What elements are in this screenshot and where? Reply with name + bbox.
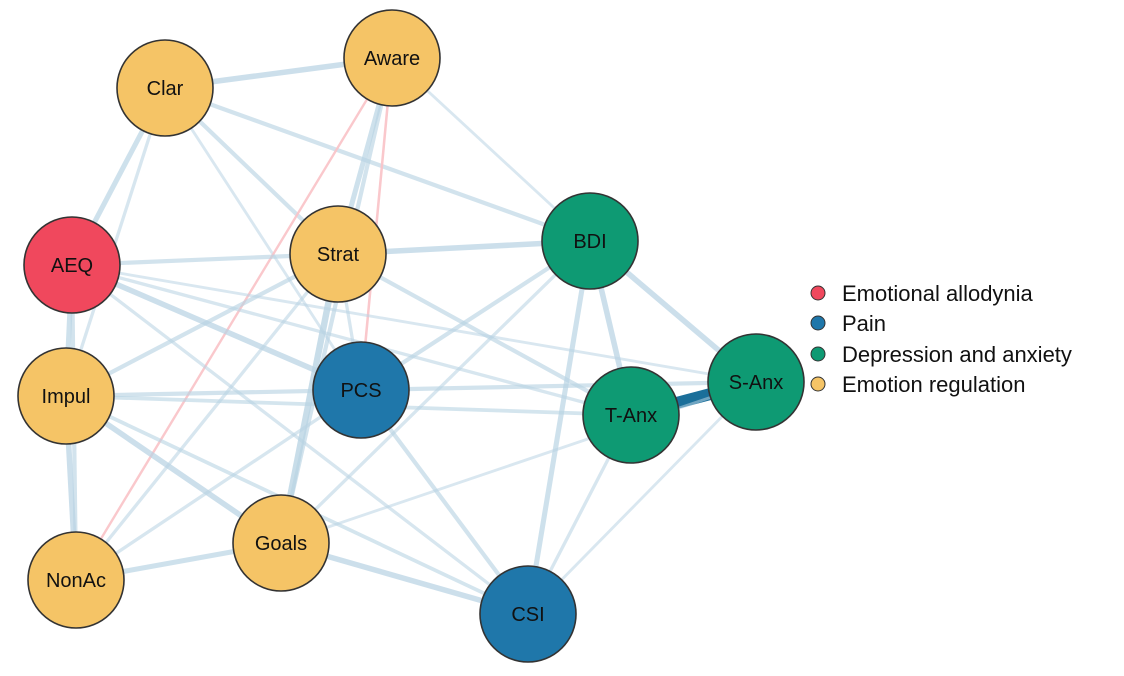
node-circle-aeq bbox=[23, 216, 121, 314]
legend: Emotional allodynia Pain Depression and … bbox=[810, 281, 1072, 397]
edge-aeq-sanx bbox=[71, 263, 757, 384]
node-circle-tanx bbox=[582, 366, 680, 464]
node-bdi: BDI bbox=[541, 192, 639, 290]
node-label-aware: Aware bbox=[364, 48, 420, 70]
legend-swatch-emotional-allodynia bbox=[810, 285, 826, 301]
edge-strat-tanx bbox=[336, 252, 633, 417]
node-circle-bdi bbox=[541, 192, 639, 290]
node-circle-clar bbox=[116, 39, 214, 137]
node-pcs: PCS bbox=[312, 341, 410, 439]
legend-item-pain: Pain bbox=[810, 311, 886, 336]
node-circle-pcs bbox=[312, 341, 410, 439]
legend-swatch-depression-anxiety bbox=[810, 346, 826, 362]
node-aeq: AEQ bbox=[23, 216, 121, 314]
node-aware: Aware bbox=[343, 9, 441, 107]
node-strat: Strat bbox=[289, 205, 387, 303]
edge-aware-nonac bbox=[74, 57, 394, 581]
edges-layer bbox=[63, 55, 758, 617]
node-impul: Impul bbox=[17, 347, 115, 445]
node-circle-impul bbox=[17, 347, 115, 445]
node-label-sanx: S-Anx bbox=[729, 372, 783, 394]
node-circle-sanx bbox=[707, 333, 805, 431]
edge-sanx-csi bbox=[526, 381, 758, 615]
edge-bdi-csi bbox=[525, 240, 593, 615]
node-sanx: S-Anx bbox=[707, 333, 805, 431]
node-label-nonac: NonAc bbox=[46, 570, 106, 592]
legend-item-depression-anxiety: Depression and anxiety bbox=[810, 342, 1072, 367]
edge-strat-impul bbox=[65, 252, 339, 398]
node-clar: Clar bbox=[116, 39, 214, 137]
node-goals: Goals bbox=[232, 494, 330, 592]
legend-swatch-pain bbox=[810, 315, 826, 331]
legend-label-pain: Pain bbox=[842, 311, 886, 336]
edge-pcs-sanx bbox=[360, 379, 757, 393]
node-nonac: NonAc bbox=[27, 531, 125, 629]
node-circle-aware bbox=[343, 9, 441, 107]
edge-bdi-goals bbox=[279, 239, 592, 545]
node-label-tanx: T-Anx bbox=[605, 405, 657, 427]
legend-label-depression-anxiety: Depression and anxiety bbox=[842, 342, 1072, 367]
edge-pcs-nonac bbox=[75, 388, 362, 582]
legend-label-emotional-allodynia: Emotional allodynia bbox=[842, 281, 1034, 306]
node-circle-nonac bbox=[27, 531, 125, 629]
legend-label-emotion-regulation: Emotion regulation bbox=[842, 372, 1025, 397]
node-tanx: T-Anx bbox=[582, 366, 680, 464]
node-circle-goals bbox=[232, 494, 330, 592]
legend-item-emotion-regulation: Emotion regulation bbox=[810, 372, 1025, 397]
node-circle-strat bbox=[289, 205, 387, 303]
node-circle-csi bbox=[479, 565, 577, 663]
legend-item-emotional-allodynia: Emotional allodynia bbox=[810, 281, 1034, 306]
node-label-pcs: PCS bbox=[340, 380, 381, 402]
node-csi: CSI bbox=[479, 565, 577, 663]
node-label-goals: Goals bbox=[255, 533, 307, 555]
edge-clar-bdi bbox=[164, 86, 591, 243]
node-label-aeq: AEQ bbox=[51, 255, 93, 277]
node-label-impul: Impul bbox=[42, 386, 91, 408]
node-label-strat: Strat bbox=[317, 244, 360, 266]
edge-strat-nonac bbox=[74, 252, 340, 582]
node-label-clar: Clar bbox=[147, 78, 184, 100]
node-label-bdi: BDI bbox=[573, 231, 606, 253]
edge-strat-goals bbox=[277, 253, 342, 544]
edge-impul-pcs bbox=[65, 387, 362, 399]
edge-aware-pcs bbox=[359, 57, 394, 391]
legend-swatch-emotion-regulation bbox=[810, 376, 826, 392]
node-label-csi: CSI bbox=[511, 604, 544, 626]
edge-clar-impul bbox=[64, 87, 167, 397]
